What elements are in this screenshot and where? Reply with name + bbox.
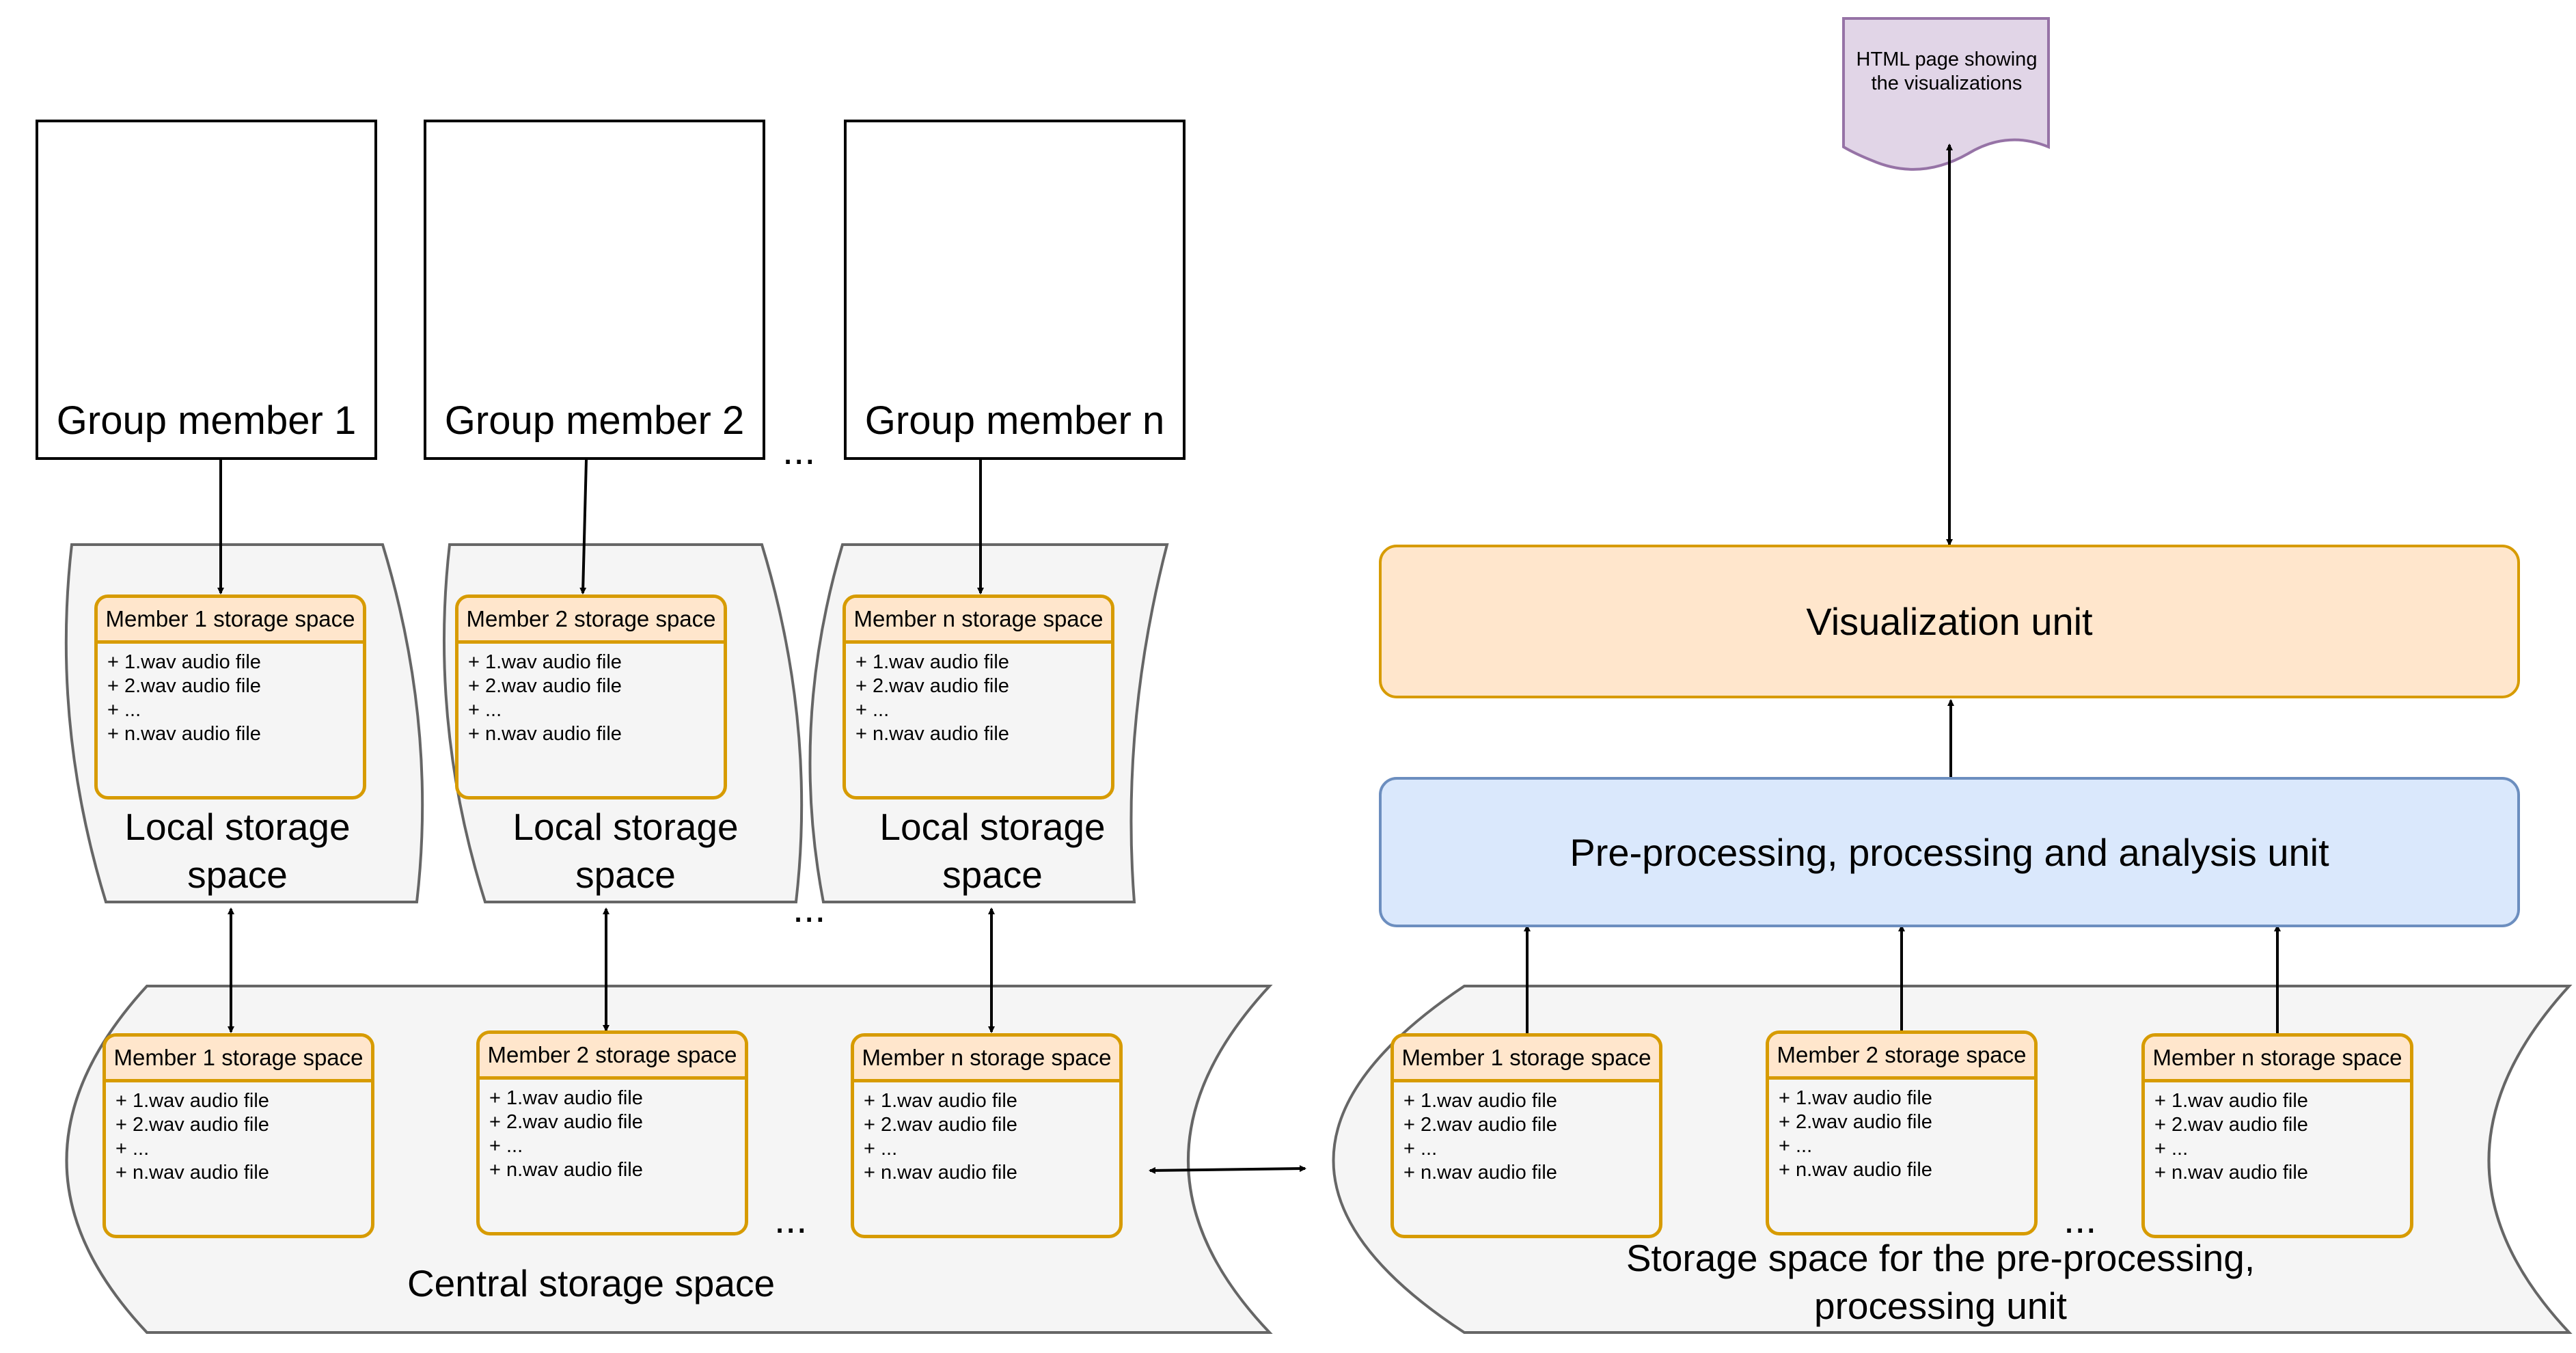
storage-card-title: Member 1 storage space: [1394, 1037, 1659, 1082]
file-list-item: + 2.wav audio file: [107, 675, 261, 697]
file-list: + 1.wav audio file + 2.wav audio file + …: [480, 1080, 745, 1182]
ellipsis: ...: [793, 886, 826, 931]
storage-card: Member 1 storage space + 1.wav audio fil…: [1390, 1033, 1662, 1238]
storage-card-title: Member 2 storage space: [480, 1034, 745, 1080]
file-list-item: + n.wav audio file: [855, 723, 1009, 745]
file-list-item: + 2.wav audio file: [468, 675, 622, 697]
storage-card: Member n storage space + 1.wav audio fil…: [2141, 1033, 2413, 1238]
file-list: + 1.wav audio file + 2.wav audio file + …: [458, 644, 724, 746]
file-list-item: + n.wav audio file: [1403, 1162, 1557, 1184]
storage-card: Member 1 storage space + 1.wav audio fil…: [94, 594, 366, 800]
storage-card-title: Member n storage space: [2145, 1037, 2410, 1082]
local-storage-label: Local storage space: [124, 806, 351, 896]
storage-card-title: Member 2 storage space: [1769, 1034, 2034, 1080]
file-list-item: + 1.wav audio file: [107, 651, 261, 673]
connector: [579, 459, 588, 594]
storage-card: Member 2 storage space + 1.wav audio fil…: [1766, 1030, 2038, 1235]
file-list-item: + 2.wav audio file: [2154, 1114, 2308, 1136]
file-list-item: + 1.wav audio file: [855, 651, 1009, 673]
file-list-item: + n.wav audio file: [864, 1162, 1017, 1184]
group-member-2-box: Group member 2: [424, 120, 765, 460]
file-list-item: + 2.wav audio file: [864, 1114, 1017, 1136]
html-page-label: HTML page showing the visualizations: [1856, 49, 2038, 94]
file-list-item: + ...: [1779, 1135, 1813, 1157]
group-member-label: Group member 2: [444, 398, 745, 443]
storage-card: Member 2 storage space + 1.wav audio fil…: [476, 1030, 748, 1235]
file-list-item: + 1.wav audio file: [864, 1090, 1017, 1112]
storage-card: Member n storage space + 1.wav audio fil…: [851, 1033, 1123, 1238]
local-storage-label: Local storage space: [512, 806, 739, 896]
storage-card: Member 2 storage space + 1.wav audio fil…: [455, 594, 727, 800]
file-list-item: + n.wav audio file: [1779, 1159, 1932, 1181]
file-list-item: + 1.wav audio file: [2154, 1090, 2308, 1112]
file-list: + 1.wav audio file + 2.wav audio file + …: [98, 644, 363, 746]
group-member-1-box: Group member 1: [36, 120, 377, 460]
central-storage-label: Central storage space: [407, 1262, 776, 1304]
file-list: + 1.wav audio file + 2.wav audio file + …: [1394, 1082, 1659, 1185]
file-list-item: + n.wav audio file: [107, 723, 261, 745]
file-list: + 1.wav audio file + 2.wav audio file + …: [106, 1082, 371, 1185]
file-list-item: + ...: [864, 1138, 898, 1160]
file-list-item: + ...: [115, 1138, 150, 1160]
group-member-label: Group member n: [864, 398, 1165, 443]
file-list-item: + 2.wav audio file: [489, 1111, 643, 1133]
ellipsis: ...: [2064, 1197, 2097, 1242]
file-list-item: + n.wav audio file: [2154, 1162, 2308, 1184]
file-list: + 1.wav audio file + 2.wav audio file + …: [846, 644, 1111, 746]
file-list-item: + 1.wav audio file: [489, 1087, 643, 1109]
storage-card-title: Member n storage space: [846, 598, 1111, 644]
document-icon: [1842, 17, 2050, 171]
file-list-item: + 1.wav audio file: [468, 651, 622, 673]
file-list-item: + 2.wav audio file: [115, 1114, 269, 1136]
file-list-item: + ...: [489, 1135, 523, 1157]
local-storage-label: Local storage space: [879, 806, 1106, 896]
processing-unit: Pre-processing, processing and analysis …: [1379, 777, 2520, 927]
file-list-item: + ...: [855, 699, 890, 721]
file-list-item: + 1.wav audio file: [1403, 1090, 1557, 1112]
file-list-item: + 1.wav audio file: [1779, 1087, 1932, 1109]
file-list-item: + n.wav audio file: [468, 723, 622, 745]
storage-card: Member 1 storage space + 1.wav audio fil…: [102, 1033, 374, 1238]
storage-card-title: Member 2 storage space: [458, 598, 724, 644]
file-list-item: + ...: [2154, 1138, 2189, 1160]
storage-card: Member n storage space + 1.wav audio fil…: [842, 594, 1114, 800]
file-list: + 1.wav audio file + 2.wav audio file + …: [1769, 1080, 2034, 1182]
storage-card-title: Member n storage space: [854, 1037, 1119, 1082]
file-list-item: + 1.wav audio file: [115, 1090, 269, 1112]
connector: [1149, 1165, 1306, 1174]
ellipsis: ...: [774, 1197, 808, 1242]
file-list: + 1.wav audio file + 2.wav audio file + …: [2145, 1082, 2410, 1185]
file-list-item: + ...: [107, 699, 141, 721]
visualization-unit: Visualization unit: [1379, 545, 2520, 698]
file-list-item: + 2.wav audio file: [1403, 1114, 1557, 1136]
file-list: + 1.wav audio file + 2.wav audio file + …: [854, 1082, 1119, 1185]
file-list-item: + 2.wav audio file: [855, 675, 1009, 697]
storage-card-title: Member 1 storage space: [98, 598, 363, 644]
ellipsis: ...: [782, 428, 816, 473]
processing-storage-label: Storage space for the pre-processing, pr…: [1626, 1237, 2256, 1327]
group-member-label: Group member 1: [56, 398, 357, 443]
file-list-item: + n.wav audio file: [115, 1162, 269, 1184]
file-list-item: + n.wav audio file: [489, 1159, 643, 1181]
group-member-n-box: Group member n: [844, 120, 1186, 460]
file-list-item: + ...: [468, 699, 502, 721]
file-list-item: + ...: [1403, 1138, 1438, 1160]
storage-card-title: Member 1 storage space: [106, 1037, 371, 1082]
file-list-item: + 2.wav audio file: [1779, 1111, 1932, 1133]
